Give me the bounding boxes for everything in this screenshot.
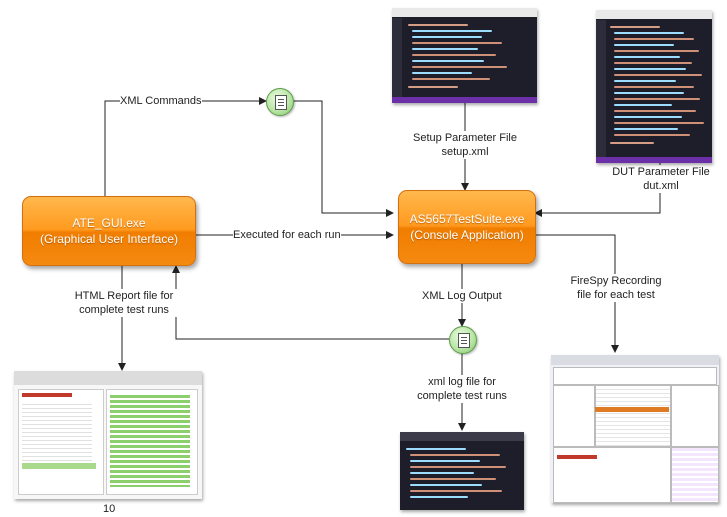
label-firespy-line2: file for each test (577, 289, 655, 301)
xml-log-file-thumbnail (400, 432, 524, 510)
label-setup-line2: setup.xml (441, 146, 489, 158)
label-html-report: HTML Report file for complete test runs (54, 289, 194, 317)
firespy-recording-thumbnail (551, 355, 719, 503)
connector-firespy (535, 234, 619, 353)
label-xml-log-output: XML Log Output (422, 289, 502, 303)
xml-document-icon (449, 326, 477, 354)
label-xml-log-file: xml log file for complete test runs (400, 375, 524, 403)
label-executed: Executed for each run (233, 228, 341, 242)
connector-log-return (172, 265, 449, 340)
label-dut-line2: dut.xml (643, 180, 679, 192)
label-xmllog-line2: complete test runs (417, 390, 507, 402)
label-firespy: FireSpy Recording file for each test (560, 274, 672, 302)
ate-gui-name: ATE_GUI.exe (72, 216, 146, 230)
label-firespy-line1: FireSpy Recording (570, 275, 662, 287)
label-xml-commands: XML Commands (120, 94, 202, 108)
ate-gui-node: ATE_GUI.exe (Graphical User Interface) (22, 196, 196, 266)
label-html-line1: HTML Report file for (74, 290, 174, 302)
testsuite-subtitle: (Console Application) (410, 228, 524, 242)
html-report-thumbnail (14, 371, 202, 499)
testsuite-name: AS5657TestSuite.exe (409, 212, 525, 226)
label-dut-line1: DUT Parameter File (612, 166, 710, 178)
xml-document-icon (266, 88, 294, 116)
page-number: 10 (103, 503, 116, 515)
connector-xml-to-suite (293, 100, 394, 217)
connector-xml-commands (104, 97, 267, 197)
ate-gui-subtitle: (Graphical User Interface) (39, 232, 179, 246)
setup-xml-editor-thumbnail (392, 8, 537, 103)
label-setup-line1: Setup Parameter File (413, 132, 517, 144)
label-setup: Setup Parameter File setup.xml (405, 131, 525, 159)
testsuite-node: AS5657TestSuite.exe (Console Application… (398, 190, 536, 264)
label-html-line2: complete test runs (79, 304, 169, 316)
dut-xml-editor-thumbnail (596, 10, 712, 163)
label-xmllog-line1: xml log file for (428, 376, 496, 388)
label-dut: DUT Parameter File dut.xml (607, 165, 715, 193)
